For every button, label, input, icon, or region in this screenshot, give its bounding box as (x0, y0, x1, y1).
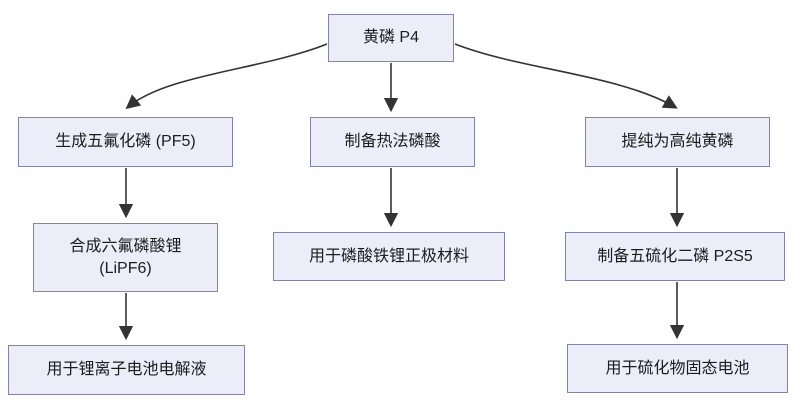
node-yellow-phosphorus-p4: 黄磷 P4 (328, 14, 454, 62)
node-thermal-phosphoric-acid: 制备热法磷酸 (310, 117, 475, 167)
node-prepare-p2s5: 制备五硫化二磷 P2S5 (565, 232, 785, 281)
node-generate-pf5: 生成五氟化磷 (PF5) (18, 117, 233, 167)
edge-root-to-left1 (125, 43, 328, 110)
node-synthesize-lipf6: 合成六氟磷酸锂 (LiPF6) (33, 223, 218, 292)
node-sulfide-solid-state-battery: 用于硫化物固态电池 (567, 344, 788, 393)
node-lfp-cathode-material: 用于磷酸铁锂正极材料 (273, 232, 505, 281)
edge-root-to-right1 (454, 43, 678, 109)
node-lithium-ion-electrolyte: 用于锂离子电池电解液 (8, 345, 245, 395)
node-purify-high-purity-phosphorus: 提纯为高纯黄磷 (585, 117, 770, 167)
